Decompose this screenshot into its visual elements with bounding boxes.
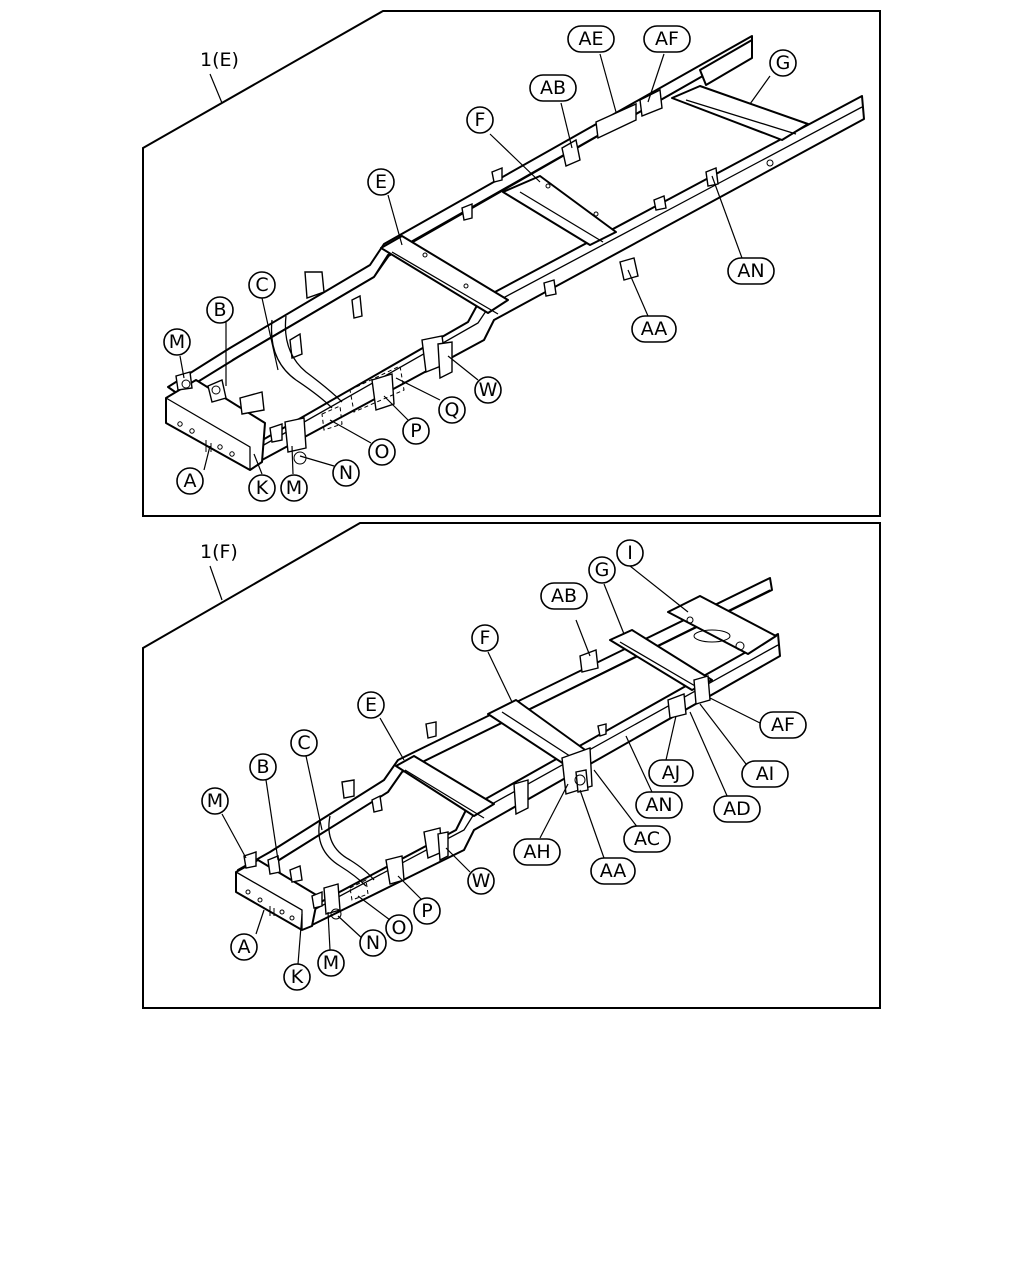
svg-text:O: O xyxy=(375,441,390,463)
callout-m-bottom: M xyxy=(280,474,308,502)
svg-text:M: M xyxy=(323,952,339,974)
svg-text:A: A xyxy=(238,936,251,958)
panel-1f-title: 1(F) xyxy=(200,541,238,563)
leaders-1f xyxy=(221,565,763,965)
panel-1f-border xyxy=(142,522,881,1009)
callout-af: AF xyxy=(759,711,807,739)
callout-p: P xyxy=(413,897,441,925)
svg-text:C: C xyxy=(255,274,268,296)
callout-m-left: M xyxy=(163,328,191,356)
svg-text:K: K xyxy=(256,477,269,499)
svg-text:M: M xyxy=(169,331,185,353)
callout-c: C xyxy=(248,271,276,299)
svg-text:W: W xyxy=(479,379,498,401)
svg-text:M: M xyxy=(286,477,302,499)
svg-text:W: W xyxy=(472,870,491,892)
svg-text:AE: AE xyxy=(578,28,603,50)
svg-text:K: K xyxy=(291,966,304,988)
callout-ab: AB xyxy=(529,74,577,102)
callout-g: G xyxy=(588,556,616,584)
svg-text:Q: Q xyxy=(445,399,460,421)
callout-a: A xyxy=(230,933,258,961)
callout-q: Q xyxy=(438,396,466,424)
callout-w: W xyxy=(467,867,495,895)
callout-g: G xyxy=(769,49,797,77)
callout-ac: AC xyxy=(623,825,671,853)
chassis-frame-1f xyxy=(235,577,781,931)
callout-f: F xyxy=(466,106,494,134)
svg-text:AI: AI xyxy=(756,763,775,785)
callout-ah: AH xyxy=(513,838,561,866)
svg-text:AB: AB xyxy=(551,585,577,607)
panel-1e-title: 1(E) xyxy=(200,49,239,71)
svg-text:AB: AB xyxy=(540,77,566,99)
panel-1f: 1(F) xyxy=(142,522,881,1009)
svg-text:AF: AF xyxy=(771,714,795,736)
callout-m-left: M xyxy=(201,787,229,815)
svg-text:A: A xyxy=(184,470,197,492)
svg-text:P: P xyxy=(421,900,432,922)
svg-text:G: G xyxy=(776,52,791,74)
callout-a: A xyxy=(176,467,204,495)
callout-b: B xyxy=(249,753,277,781)
svg-text:AA: AA xyxy=(641,318,668,340)
callout-e: E xyxy=(357,691,385,719)
svg-text:B: B xyxy=(256,756,269,778)
callout-n: N xyxy=(359,929,387,957)
callout-f: F xyxy=(471,624,499,652)
svg-text:AC: AC xyxy=(634,828,660,850)
callout-c: C xyxy=(290,729,318,757)
callout-an: AN xyxy=(727,257,775,285)
svg-text:G: G xyxy=(595,559,610,581)
svg-text:AF: AF xyxy=(655,28,679,50)
callout-ae: AE xyxy=(567,25,615,53)
callout-b: B xyxy=(206,296,234,324)
callout-k: K xyxy=(283,963,311,991)
svg-text:M: M xyxy=(207,790,223,812)
callout-ab: AB xyxy=(540,582,588,610)
callout-an: AN xyxy=(635,791,683,819)
svg-text:N: N xyxy=(366,932,380,954)
svg-text:N: N xyxy=(339,462,353,484)
svg-text:C: C xyxy=(297,732,310,754)
svg-text:AD: AD xyxy=(723,798,751,820)
callout-i: I xyxy=(616,539,644,567)
svg-text:AH: AH xyxy=(523,841,550,863)
leaders-1e xyxy=(179,53,771,475)
svg-text:E: E xyxy=(375,171,387,193)
svg-text:O: O xyxy=(392,917,407,939)
callout-w: W xyxy=(474,376,502,404)
callout-k: K xyxy=(248,474,276,502)
svg-text:AA: AA xyxy=(600,860,627,882)
callout-o: O xyxy=(368,438,396,466)
callout-p: P xyxy=(402,417,430,445)
callout-e: E xyxy=(367,168,395,196)
panel-1e-border xyxy=(142,10,881,517)
svg-text:P: P xyxy=(410,420,421,442)
svg-text:AJ: AJ xyxy=(662,762,681,784)
callout-ad: AD xyxy=(713,795,761,823)
callout-ai: AI xyxy=(741,760,789,788)
callout-o: O xyxy=(385,914,413,942)
callout-aj: AJ xyxy=(648,759,694,787)
svg-text:AN: AN xyxy=(737,260,764,282)
callout-af: AF xyxy=(643,25,691,53)
svg-text:E: E xyxy=(365,694,377,716)
chassis-frame-1e xyxy=(165,35,865,471)
callout-n: N xyxy=(332,459,360,487)
svg-text:B: B xyxy=(213,299,226,321)
callout-aa: AA xyxy=(590,857,636,885)
callout-aa: AA xyxy=(631,315,677,343)
svg-text:F: F xyxy=(480,627,491,649)
svg-text:F: F xyxy=(475,109,486,131)
panel-1e: 1(E) xyxy=(142,10,881,517)
svg-text:AN: AN xyxy=(645,794,672,816)
callout-m-bottom: M xyxy=(317,949,345,977)
svg-text:I: I xyxy=(627,542,633,564)
